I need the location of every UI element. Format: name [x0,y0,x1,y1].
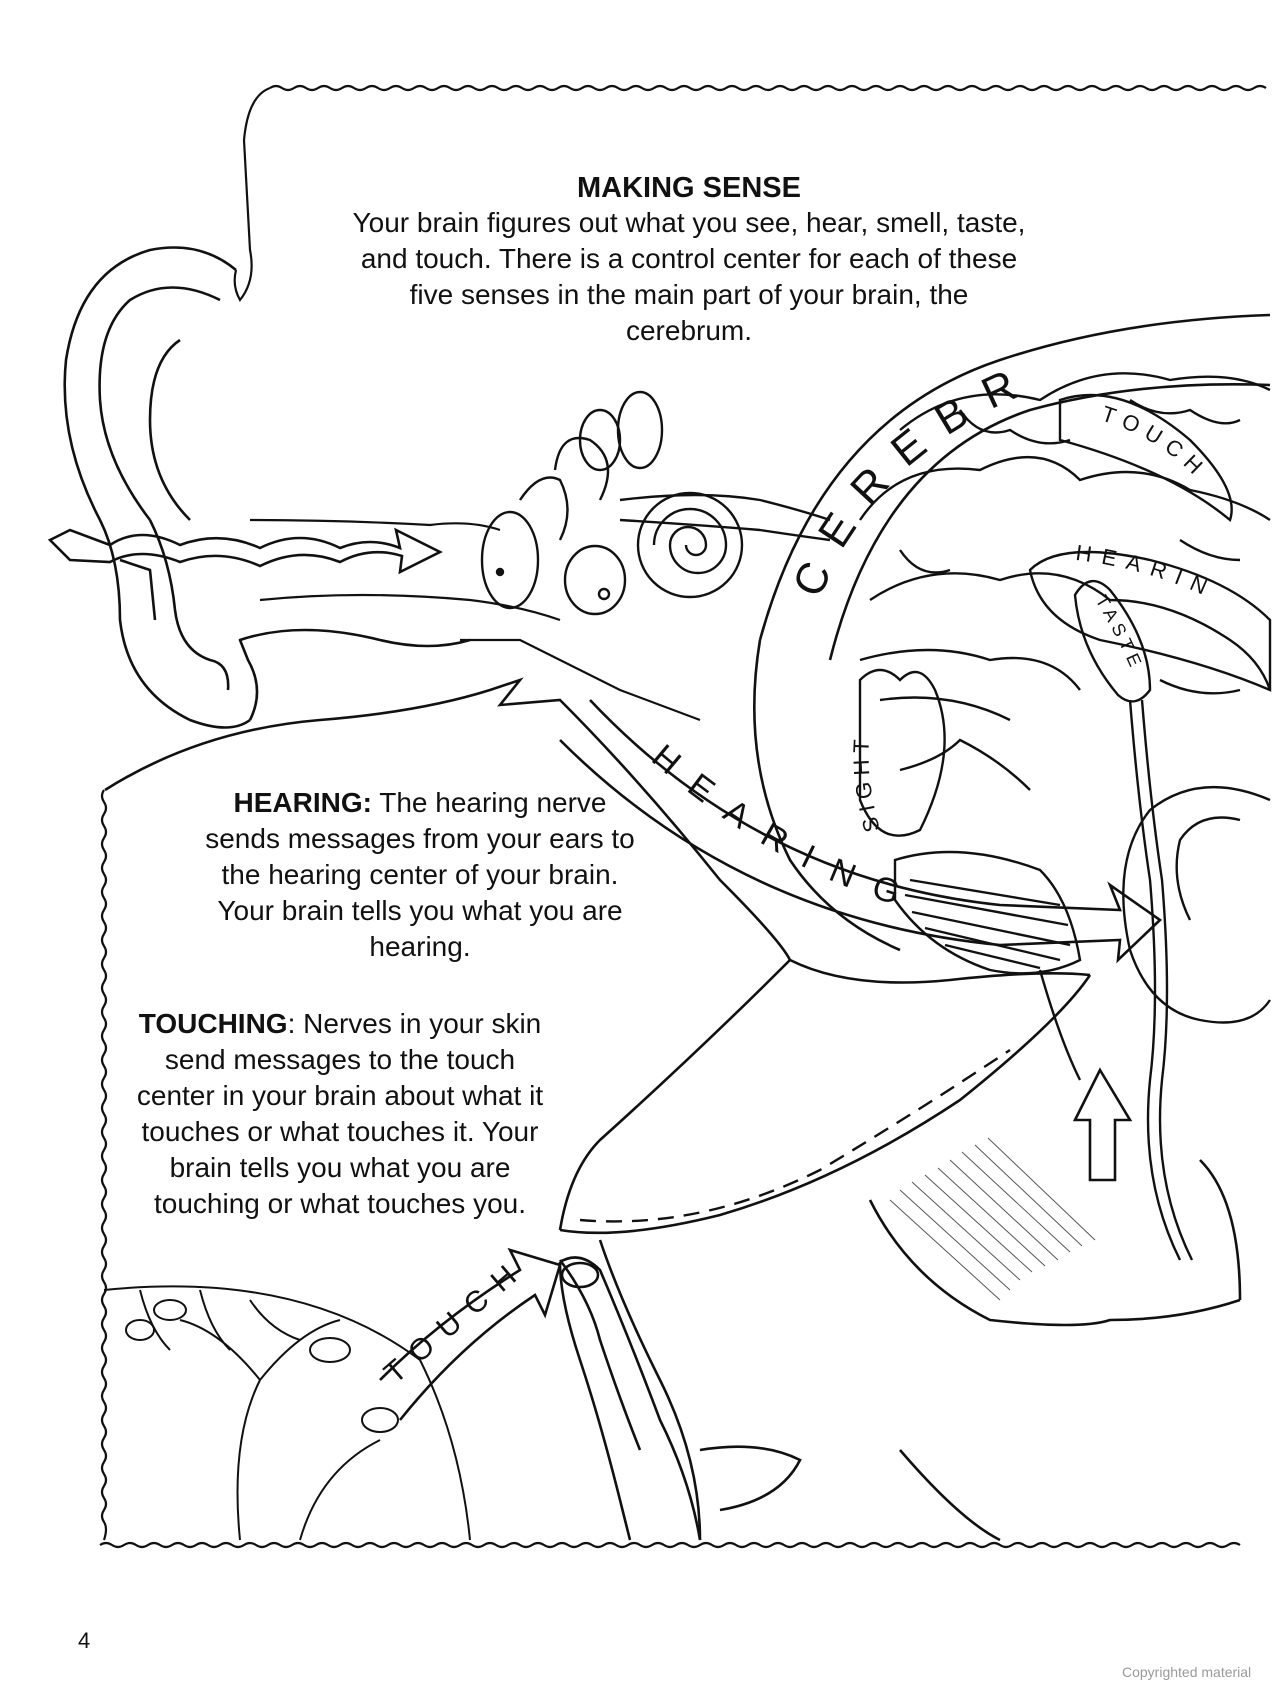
jaw-shading [889,1137,1096,1301]
touch-center [1058,393,1233,523]
finger [558,1256,702,1541]
touching-text: : Nerves in your skin send messages to t… [136,1008,544,1219]
inner-ear [480,390,831,616]
brain [859,372,1272,1081]
taste-center [1073,580,1194,1261]
right-ear [1122,785,1271,1024]
intro-title: MAKING SENSE [577,172,801,204]
sight-center [858,668,946,837]
intro-text: Your brain figures out what you see, hea… [352,207,1026,346]
head-profile [104,677,1242,1542]
touching-block: TOUCHING: Nerves in your skin send messa… [130,1006,550,1222]
page-border [99,84,1267,1549]
copyright-notice: Copyrighted material [1122,1664,1252,1680]
touch-arrow-label: TOUCH [378,1250,533,1390]
hearing-center [1028,550,1272,692]
hearing-label: HEARING: [233,787,372,818]
intro-block: MAKING SENSE Your brain figures out what… [348,172,1030,349]
sound-wave-arrow [47,527,443,575]
up-arrow [1072,1067,1133,1182]
hearing-text: The hearing nerve sends messages from yo… [205,787,635,962]
touching-label: TOUCHING [138,1008,288,1039]
touch-nerve-dashed [579,1049,1011,1223]
hearing-arrow [559,699,1163,964]
plant-illustration [103,1285,471,1541]
cerebrum-band [753,313,1271,952]
sight-center-label: SIGHT [848,733,884,835]
page-number: 4 [78,1628,91,1653]
ear-canal [249,518,701,722]
hearing-block: HEARING: The hearing nerve sends message… [200,785,640,965]
